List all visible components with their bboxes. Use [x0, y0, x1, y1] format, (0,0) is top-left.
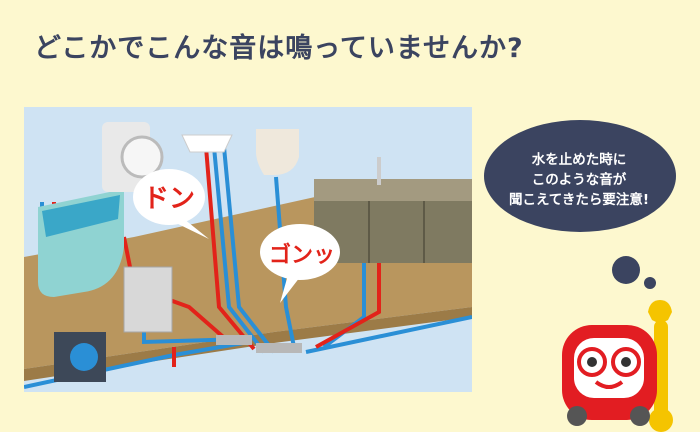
- mascot-icon: [562, 300, 673, 432]
- page-title: どこかでこんな音は鳴っていませんか?: [34, 33, 524, 64]
- plumbing-illustration: ドン ゴンッ: [24, 107, 472, 392]
- warning-bubble: 水を止めた時に このような音が 聞こえてきたら要注意!: [480, 120, 680, 290]
- sound-gon-label: ゴンッ: [269, 242, 335, 268]
- sound-don-label: ドン: [143, 184, 195, 214]
- warning-line-2: このような音が: [531, 172, 627, 188]
- warning-line-1: 水を止めた時に: [531, 152, 627, 168]
- speech-cloud-icon: [484, 120, 676, 289]
- warning-line-3: 聞こえてきたら要注意!: [508, 192, 650, 208]
